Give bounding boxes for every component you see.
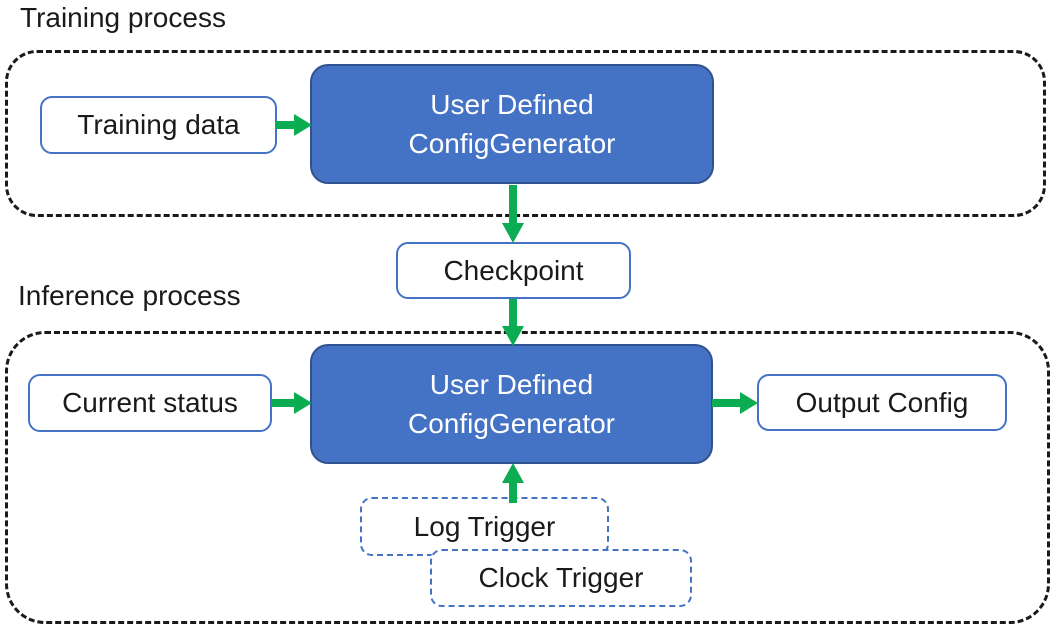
training-data-box: Training data (40, 96, 277, 154)
current-status-box: Current status (28, 374, 272, 432)
arrow-generator-to-output (712, 392, 758, 414)
training-generator-box: User Defined ConfigGenerator (310, 64, 714, 184)
training-process-label: Training process (20, 2, 226, 33)
inference-process-container (5, 331, 1050, 624)
inference-process-label: Inference process (18, 280, 241, 311)
inference-generator-box: User Defined ConfigGenerator (310, 344, 713, 464)
clock-trigger-box: Clock Trigger (430, 549, 692, 607)
output-config-box: Output Config (757, 374, 1007, 431)
arrow-triggers-to-generator (502, 463, 524, 503)
arrow-checkpoint-to-inference-generator (502, 299, 524, 346)
arrow-current-status-to-generator (271, 392, 312, 414)
arrow-generator-to-checkpoint (502, 185, 524, 243)
checkpoint-box: Checkpoint (396, 242, 631, 299)
training-process-container (5, 50, 1046, 217)
log-trigger-box: Log Trigger (360, 497, 609, 556)
arrow-training-data-to-generator (275, 114, 312, 136)
